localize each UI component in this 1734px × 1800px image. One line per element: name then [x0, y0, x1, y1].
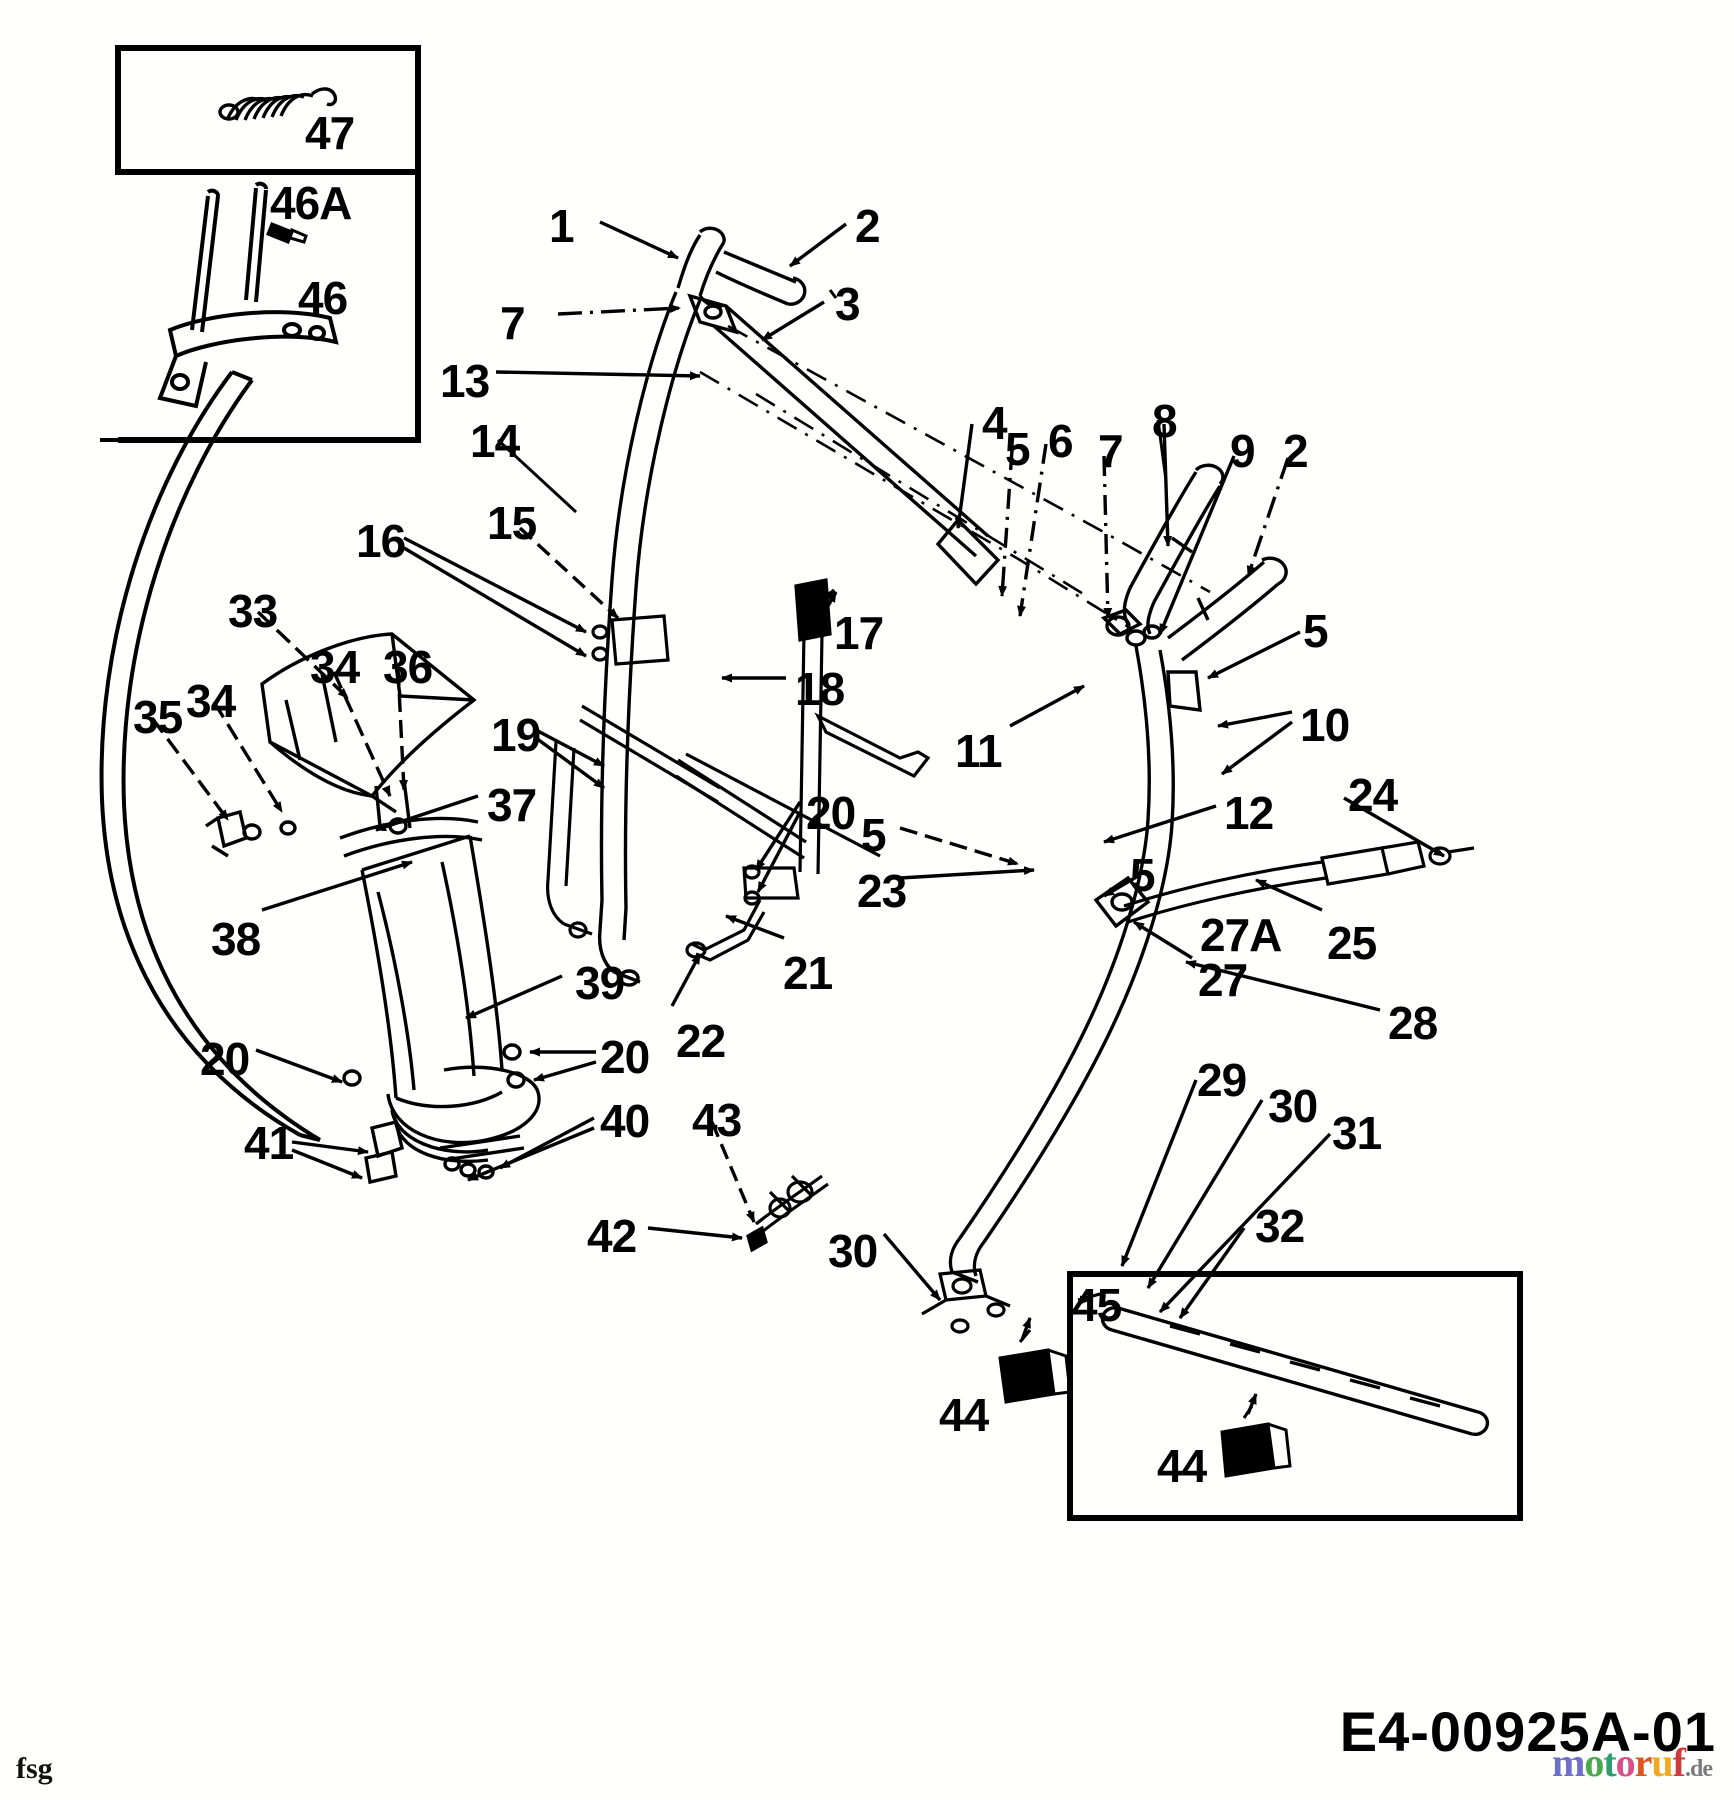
callout-20-chute-left: 20: [200, 1033, 250, 1085]
watermark-letter-u: u: [1651, 1740, 1673, 1785]
callout-46A: 46A: [270, 177, 352, 229]
handle-part-46: [157, 181, 339, 409]
middle-control-rods: [546, 578, 931, 962]
callout-28: 28: [1388, 997, 1438, 1049]
callout-6: 6: [1048, 415, 1074, 467]
clip-part-44-right: [1220, 1405, 1292, 1478]
callout-47: 47: [305, 107, 355, 159]
watermark-letter-m: m: [1552, 1740, 1585, 1785]
callout-39: 39: [575, 957, 625, 1009]
callout-22: 22: [676, 1015, 726, 1067]
callout-5-d: 5: [1130, 849, 1156, 901]
callout-25: 25: [1327, 917, 1377, 969]
callout-40: 40: [600, 1095, 650, 1147]
callout-17: 17: [834, 607, 884, 659]
callout-33: 33: [228, 585, 278, 637]
callout-29: 29: [1197, 1054, 1247, 1106]
callout-4: 4: [982, 397, 1008, 449]
watermark-letter-o2: o: [1615, 1740, 1636, 1785]
bar-part-45: [1100, 1305, 1490, 1437]
callout-24: 24: [1348, 769, 1398, 821]
callout-10: 10: [1300, 699, 1350, 751]
callout-30-left: 30: [828, 1225, 878, 1277]
callout-15: 15: [487, 497, 537, 549]
cable-end-43: [746, 1174, 829, 1253]
callout-8: 8: [1152, 395, 1178, 447]
callout-44-right: 44: [1157, 1440, 1207, 1492]
right-handle-assembly: [948, 463, 1288, 1284]
callout-21: 21: [783, 947, 833, 999]
callout-36: 36: [383, 641, 433, 693]
callout-9: 9: [1230, 425, 1256, 477]
inset-box-handle: [100, 169, 421, 443]
callout-45: 45: [1072, 1279, 1122, 1331]
screw-part-46A: [266, 222, 308, 244]
callout-34-right: 34: [310, 641, 360, 693]
callout-5-right: 5: [1303, 605, 1329, 657]
watermark-letter-t: t: [1603, 1740, 1616, 1785]
callout-20-bracket: 20: [806, 787, 856, 839]
callout-31: 31: [1332, 1107, 1382, 1159]
callout-37: 37: [487, 779, 537, 831]
callout-41: 41: [244, 1117, 294, 1169]
chute-assembly: [205, 632, 541, 1185]
spring-part-47: [218, 87, 338, 121]
callout-19: 19: [491, 709, 541, 761]
callout-16: 16: [356, 515, 406, 567]
callout-27A: 27A: [1200, 909, 1282, 961]
fsg-mark: fsg: [16, 1752, 53, 1785]
watermark-tld: .de: [1685, 1756, 1713, 1782]
callout-35: 35: [133, 691, 183, 743]
callout-5-a: 5: [1005, 423, 1031, 475]
callout-30-right: 30: [1268, 1080, 1318, 1132]
callout-46: 46: [298, 272, 348, 324]
callout-32: 32: [1255, 1200, 1305, 1252]
clip-part-44-left: [998, 1329, 1072, 1404]
callout-34-left: 34: [186, 675, 236, 727]
callout-27: 27: [1198, 954, 1248, 1006]
callout-12: 12: [1224, 787, 1274, 839]
callout-42: 42: [587, 1210, 637, 1262]
callout-20-chute-right: 20: [600, 1031, 650, 1083]
diagram-part-number: E4-00925A-01: [1339, 1700, 1716, 1763]
callout-2-right: 2: [1283, 425, 1309, 477]
lower-pivot-cluster: [921, 1268, 1011, 1334]
callout-43: 43: [692, 1094, 742, 1146]
callout-5-c: 5: [861, 809, 887, 861]
watermark-letter-o1: o: [1584, 1740, 1604, 1785]
motoruf-watermark: motoruf.de: [1552, 1739, 1713, 1786]
callout-13: 13: [440, 355, 490, 407]
callout-14: 14: [470, 415, 520, 467]
callout-18: 18: [795, 663, 845, 715]
callout-44-left: 44: [939, 1389, 989, 1441]
watermark-letter-r: r: [1634, 1740, 1653, 1785]
callout-2: 2: [855, 200, 881, 252]
bracket-15: [591, 614, 670, 666]
callout-3: 3: [835, 278, 861, 330]
control-rod-assembly: [1123, 840, 1475, 924]
watermark-letter-f: f: [1672, 1740, 1686, 1785]
inset-box-spring: [115, 45, 421, 175]
callout-23: 23: [857, 865, 907, 917]
callout-7-mid: 7: [1098, 425, 1124, 477]
callout-7-upper-left: 7: [500, 297, 526, 349]
callout-1: 1: [549, 200, 575, 252]
chute-deflector-part-20: [99, 370, 322, 1142]
callout-38: 38: [211, 913, 261, 965]
callout-11: 11: [955, 725, 1003, 777]
